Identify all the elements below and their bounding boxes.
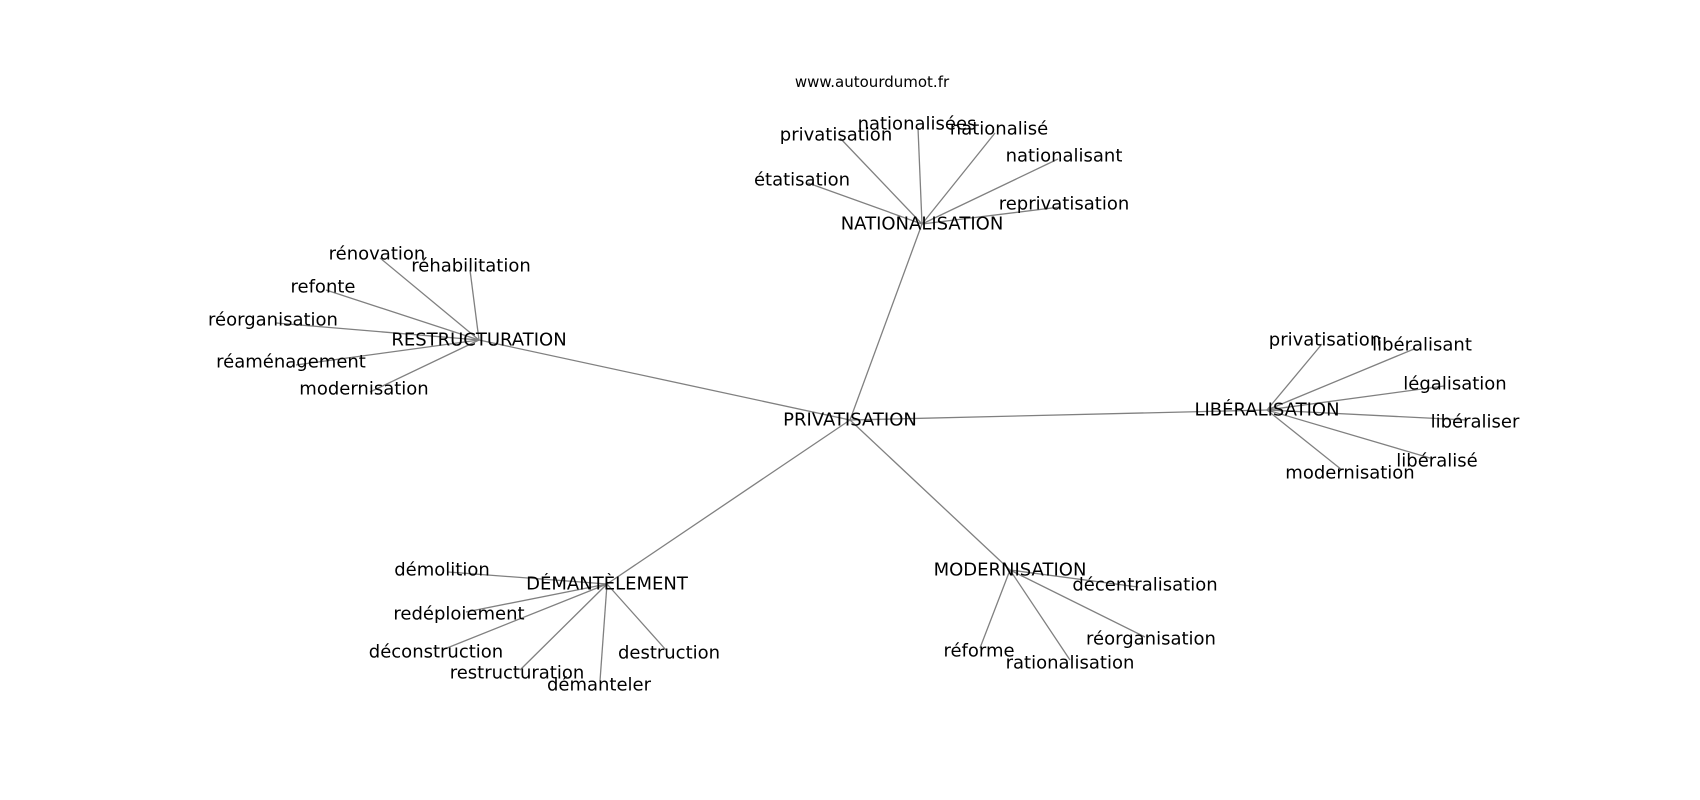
hub-node-label-2: LIBÉRALISATION [1194, 399, 1339, 421]
edge-hub-0-leaf-3 [921, 158, 1059, 225]
leaf-node-label-0-2: nationalisé [950, 119, 1048, 140]
leaf-node-label-2-0: privatisation [1269, 330, 1381, 351]
leaf-node-label-2-1: libéralisant [1372, 335, 1472, 356]
edge-hub-2-leaf-1 [1266, 348, 1415, 411]
leaf-node-label-0-1: nationalisées [858, 114, 977, 135]
leaf-node-label-3-4: démanteler [547, 675, 652, 696]
edge-center-hub-4 [849, 419, 1011, 571]
edge-hub-0-leaf-5 [921, 206, 1061, 225]
source-label: www.autourdumot.fr [795, 73, 950, 91]
leaf-node-label-1-3: réorganisation [208, 310, 338, 331]
edge-hub-3-leaf-4 [599, 583, 608, 682]
edge-center-hub-0 [849, 223, 923, 421]
edge-hub-4-leaf-0 [1009, 569, 1139, 588]
leaf-node-label-0-4: étatisation [754, 170, 850, 191]
edge-hub-3-leaf-0 [447, 571, 608, 585]
edge-hub-2-leaf-3 [1266, 409, 1468, 421]
leaf-node-label-3-5: destruction [618, 643, 720, 664]
leaf-node-label-0-3: nationalisant [1006, 146, 1123, 167]
edge-center-hub-1 [478, 339, 851, 421]
edge-hub-3-leaf-3 [519, 583, 608, 671]
leaf-node-label-4-3: rationalisation [1006, 653, 1135, 674]
edge-hub-4-leaf-2 [979, 569, 1011, 649]
edge-hub-1-leaf-5 [369, 339, 480, 393]
leaf-node-label-1-1: réhabilitation [411, 256, 531, 277]
edge-hub-0-leaf-0 [839, 137, 923, 225]
leaf-node-label-2-5: modernisation [1285, 463, 1414, 484]
hub-node-label-1: RESTRUCTURATION [391, 330, 566, 351]
leaf-node-label-0-5: reprivatisation [999, 194, 1130, 215]
edge-hub-2-leaf-4 [1266, 409, 1431, 459]
edge-hub-0-leaf-2 [921, 132, 996, 225]
edges-layer [275, 127, 1468, 682]
leaf-node-label-1-2: refonte [291, 277, 356, 298]
edge-hub-1-leaf-0 [379, 257, 480, 341]
leaf-node-label-0-0: privatisation [780, 125, 892, 146]
leaf-node-label-3-3: restructuration [450, 663, 585, 684]
edge-hub-1-leaf-1 [469, 269, 480, 341]
edge-hub-1-leaf-2 [325, 289, 480, 341]
leaf-node-label-2-3: libéraliser [1431, 412, 1520, 433]
leaf-node-label-1-4: réaménagement [216, 352, 366, 373]
leaf-node-label-4-1: réorganisation [1086, 629, 1216, 650]
leaf-node-label-2-2: légalisation [1403, 374, 1506, 395]
hub-node-label-0: NATIONALISATION [841, 214, 1004, 235]
edge-hub-0-leaf-4 [807, 182, 923, 225]
edge-center-hub-2 [849, 409, 1268, 421]
hub-node-label-4: MODERNISATION [934, 560, 1087, 581]
edge-hub-4-leaf-1 [1009, 569, 1146, 638]
labels-layer: PRIVATISATION NATIONALISATION privatisatio… [208, 114, 1520, 696]
edge-hub-3-leaf-5 [606, 583, 667, 651]
center-node-label: PRIVATISATION [783, 410, 917, 431]
edge-hub-3-leaf-2 [441, 583, 608, 651]
leaf-node-label-4-0: décentralisation [1072, 575, 1217, 596]
edge-hub-4-leaf-3 [1009, 569, 1071, 661]
leaf-node-label-4-2: réforme [943, 641, 1014, 662]
edge-center-hub-3 [606, 419, 851, 585]
edge-hub-3-leaf-1 [465, 583, 608, 613]
edge-hub-2-leaf-5 [1266, 409, 1343, 471]
edge-hub-1-leaf-4 [295, 339, 480, 366]
hub-node-label-3: DÉMANTÈLEMENT [526, 573, 689, 595]
leaf-node-label-3-2: déconstruction [369, 642, 503, 663]
edge-hub-2-leaf-0 [1266, 343, 1323, 411]
leaf-node-label-2-4: libéralisé [1396, 451, 1477, 472]
edge-hub-0-leaf-1 [917, 127, 923, 225]
leaf-node-label-3-0: démolition [394, 560, 490, 581]
edge-hub-1-leaf-3 [275, 322, 480, 341]
leaf-node-label-1-0: rénovation [329, 244, 426, 265]
edge-hub-2-leaf-2 [1266, 385, 1445, 411]
leaf-node-label-1-5: modernisation [299, 379, 428, 400]
leaf-node-label-3-1: redéploiement [393, 604, 524, 625]
